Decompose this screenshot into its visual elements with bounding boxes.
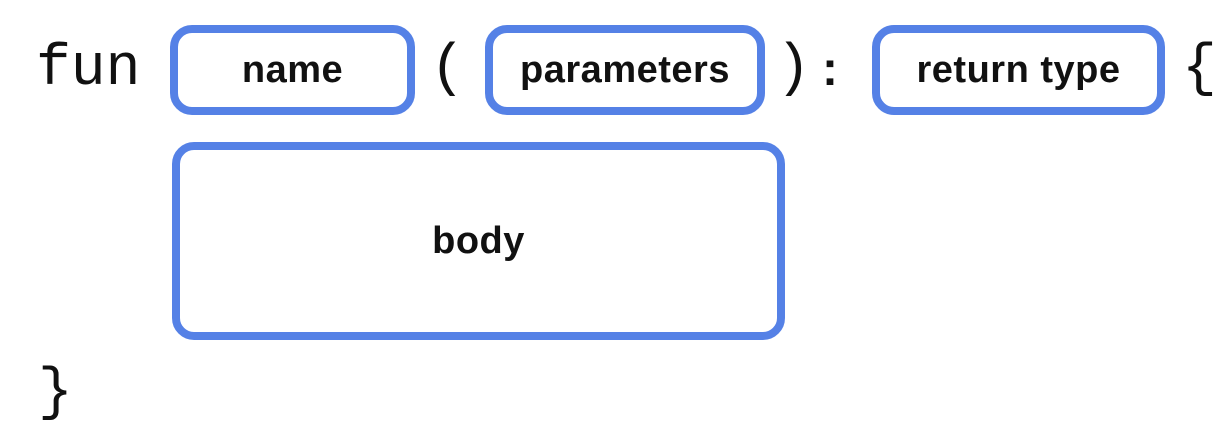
function-name-label: name <box>241 48 344 91</box>
return-type-label: return type <box>916 48 1121 91</box>
open-brace: { <box>1182 37 1217 102</box>
open-paren: ( <box>430 37 465 102</box>
function-name-box: name <box>170 25 415 115</box>
fun-keyword: fun <box>36 37 141 102</box>
parameters-label: parameters <box>520 48 730 91</box>
body-box: body <box>172 142 785 340</box>
colon: : <box>822 43 838 96</box>
parameters-box: parameters <box>485 25 765 115</box>
body-label: body <box>432 219 525 262</box>
close-brace: } <box>38 361 73 426</box>
return-type-box: return type <box>872 25 1165 115</box>
close-paren: ) <box>776 37 811 102</box>
